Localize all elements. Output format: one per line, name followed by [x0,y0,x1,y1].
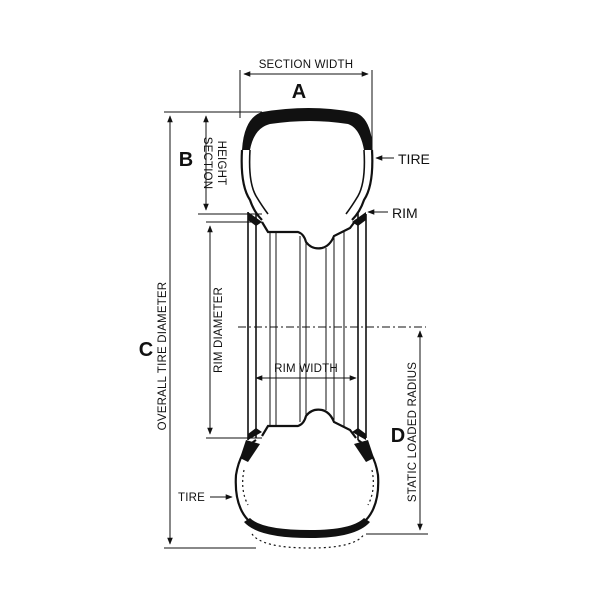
bottom-tire-dotted [242,469,374,506]
overall-diameter-dimension: C OVERALL TIRE DIAMETER [139,111,262,549]
bottom-tread-band [244,518,370,538]
bottom-tire-section [234,439,380,549]
tire-top-label: TIRE [398,151,430,167]
tire-bottom-label: TIRE [178,492,205,504]
rim [247,212,367,440]
tire-callout-bottom: TIRE [178,492,233,504]
top-tire-outline [240,149,374,221]
rim-profile-top [261,219,357,250]
rim-wall-lines [269,230,345,428]
rim-callout: RIM [367,205,418,221]
section-height-dimension: B SECTION HEIGHT [179,111,262,215]
rim-flange-right [357,212,367,440]
rim-diameter-label: RIM DIAMETER [213,287,225,373]
label-d: D [391,425,405,447]
rim-diameter-dimension: RIM DIAMETER [206,221,262,439]
label-c: C [139,339,153,361]
section-width-label: SECTION WIDTH [259,59,354,71]
static-loaded-radius-label: STATIC LOADED RADIUS [407,362,419,502]
undeflected-outline [251,533,365,549]
overall-tire-diameter-label: OVERALL TIRE DIAMETER [157,282,169,431]
rim-label: RIM [392,205,418,221]
static-loaded-radius-dimension: D STATIC LOADED RADIUS [366,330,428,535]
bottom-tire-outline [234,439,380,529]
rim-profile-bottom [261,408,357,439]
label-a: A [292,81,306,103]
rim-width-dimension: RIM WIDTH [255,363,357,381]
section-width-dimension: SECTION WIDTH A [239,59,373,150]
top-tire-inner-outline [248,149,366,215]
label-b: B [179,149,193,171]
top-tire-section [240,108,374,221]
top-tread-band [242,108,372,150]
tire-callout-top: TIRE [375,151,430,167]
section-height-label-1: SECTION [201,137,213,190]
rim-width-label: RIM WIDTH [274,363,338,375]
rim-flange-left [247,212,257,440]
section-height-label-2: HEIGHT [215,141,227,186]
